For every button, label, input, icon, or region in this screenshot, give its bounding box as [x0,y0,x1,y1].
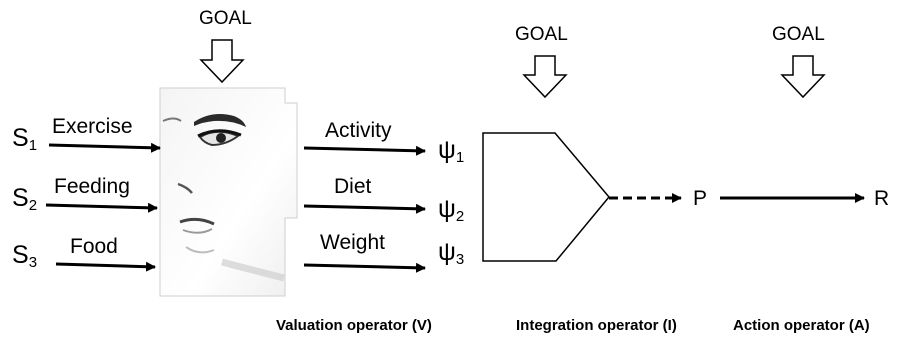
input-label-feeding: Feeding [54,175,130,198]
caption-action-operator: Action operator (A) [733,317,870,334]
arrow-output-2 [303,203,426,214]
arrow-output-3 [303,262,426,273]
caption-integration-operator: Integration operator (I) [516,317,677,334]
goal-label-valuation: GOAL [199,8,252,29]
goal-arrow-action [780,55,826,99]
p-label: P [693,187,708,210]
output-label-activity: Activity [325,119,392,142]
goal-arrow-integration [522,55,568,99]
goal-label-integration: GOAL [515,24,568,45]
caption-valuation-operator: Valuation operator (V) [276,317,432,334]
output-symbol-3: ψ3 [438,238,465,268]
output-symbol-1: ψ1 [438,136,465,166]
input-symbol-1: S1 [12,124,38,154]
r-label: R [874,187,890,210]
output-label-diet: Diet [334,175,372,198]
goal-arrow-valuation [199,39,245,84]
output-symbol-2: ψ2 [438,195,465,225]
input-label-food: Food [70,235,118,258]
input-label-exercise: Exercise [52,115,133,138]
goal-label-action: GOAL [772,24,825,45]
arrow-input-2 [45,202,158,213]
arrow-output-1 [303,145,426,156]
input-symbol-2: S2 [12,184,38,214]
arrow-input-1 [48,142,161,153]
integration-shape [482,132,610,262]
output-label-weight: Weight [320,231,385,254]
face-image [159,87,298,297]
input-symbol-3: S3 [12,241,38,271]
arrow-input-3 [55,261,156,272]
